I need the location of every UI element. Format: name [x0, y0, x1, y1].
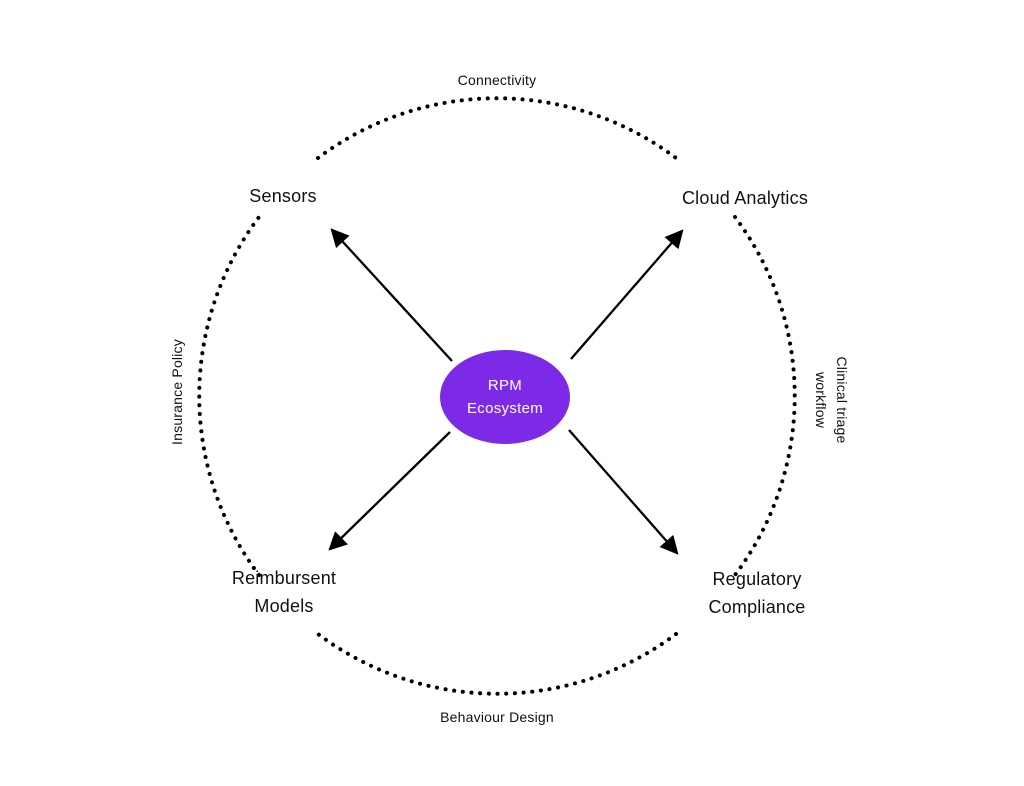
node-label-reimbursent-models-line2: Models: [254, 596, 314, 616]
node-label-sensors: Sensors: [249, 186, 317, 206]
center-label-line1: RPM: [487, 377, 523, 394]
ring-label-insurance-policy: Insurance Policy: [169, 339, 185, 445]
arrows: [328, 228, 684, 555]
arrow-to-regulatory-compliance: [568, 429, 679, 555]
ring-label-behaviour-design: Behaviour Design: [440, 709, 554, 725]
node-label-reimbursent-models-line1: Reimbursent: [231, 568, 337, 588]
dotted-ring-arc-left: [197, 215, 261, 577]
node-label-cloud-analytics: Cloud Analytics: [681, 188, 809, 208]
dotted-ring-arc-right: [733, 215, 797, 577]
node-label-regulatory-compliance-line1: Regulatory: [712, 569, 802, 589]
ring-label-connectivity: Connectivity: [457, 72, 537, 88]
node-label-reimbursent-models: Reimbursent Models: [232, 564, 336, 620]
dotted-ring-arc-bottom: [316, 632, 678, 696]
node-label-regulatory-compliance: Regulatory Compliance: [708, 565, 805, 621]
dotted-ring-arc-top: [316, 96, 678, 160]
arrow-to-reimbursent-models: [328, 431, 451, 551]
node-label-regulatory-compliance-line2: Compliance: [708, 597, 806, 617]
center-label: RPM Ecosystem: [467, 374, 543, 420]
arrow-to-sensors: [330, 228, 453, 362]
ring-label-clinical-triage-line2: workflow: [813, 371, 829, 429]
ring-label-clinical-triage-workflow: Clinical triage workflow: [810, 356, 852, 443]
center-label-line2: Ecosystem: [466, 400, 544, 417]
arrow-to-cloud-analytics: [570, 229, 684, 360]
center-ellipse: [440, 350, 570, 444]
ring-label-clinical-triage-line1: Clinical triage: [834, 356, 850, 444]
dotted-ring: [197, 96, 797, 696]
